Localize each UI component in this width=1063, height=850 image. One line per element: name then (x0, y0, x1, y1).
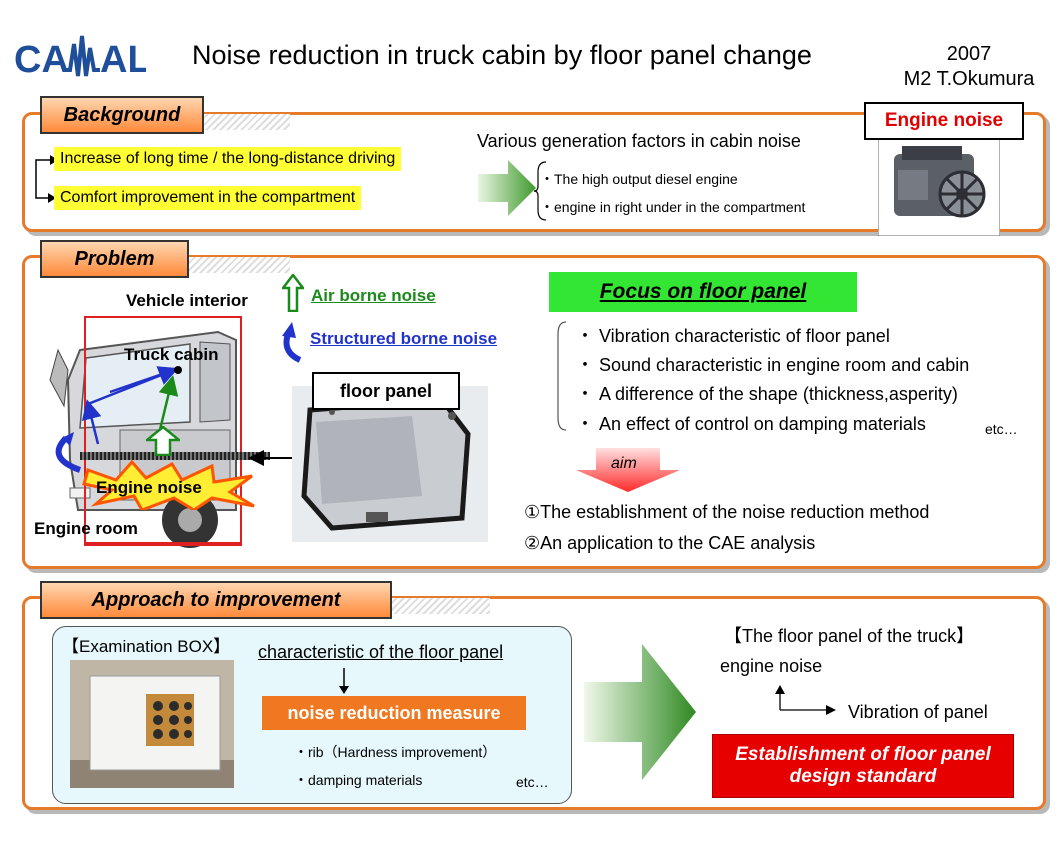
air-borne-label: Air borne noise (311, 286, 436, 305)
approach-tab: Approach to improvement (40, 581, 392, 619)
svg-text:AL: AL (100, 39, 146, 81)
engine-to-vibration-arrow (775, 685, 836, 715)
engine-noise-label: Engine noise (864, 102, 1024, 140)
problem-etc: etc… (985, 421, 1018, 437)
measure-box: noise reduction measure (262, 696, 526, 730)
structured-borne-label: Structured borne noise (310, 329, 498, 348)
svg-text:CA: CA (14, 39, 69, 81)
engine-noise-burst-label: Engine noise (96, 478, 202, 497)
establishment-line-1: Establishment of floor panel (735, 744, 991, 765)
approach-engine-noise: engine noise (720, 656, 823, 676)
vehicle-interior-label: Vehicle interior (126, 291, 248, 310)
background-bullet-1: Increase of long time / the long-distanc… (54, 147, 402, 171)
approach-tab-stripe (360, 598, 490, 614)
background-tab: Background (40, 96, 204, 134)
truck-cabin-label: Truck cabin (124, 345, 219, 364)
problem-item-1: ・ Vibration characteristic of floor pane… (576, 326, 890, 346)
vibration-label: Vibration of panel (848, 702, 988, 722)
engine-photo (878, 136, 1000, 236)
floor-panel-photo (292, 386, 488, 542)
approach-etc: etc… (516, 774, 549, 790)
cabin-frame (84, 316, 242, 546)
green-up-arrow (146, 426, 180, 456)
problem-brace (557, 321, 567, 431)
factor-2: ・engine in right under in the compartmen… (540, 199, 806, 215)
background-bullet-2: Comfort improvement in the compartment (54, 186, 362, 210)
down-arrow (339, 668, 349, 694)
goal-1: ①The establishment of the noise reductio… (524, 502, 930, 522)
structured-borne-arrow-icon (282, 322, 302, 363)
page-title: Noise reduction in truck cabin by floor … (192, 40, 812, 70)
engine-room-label: Engine room (34, 519, 138, 538)
year: 2007 (946, 43, 992, 65)
examination-box-title: 【Examination BOX】 (62, 637, 231, 656)
rib-item: ・rib（Hardness improvement） (294, 744, 497, 760)
problem-tab: Problem (40, 240, 189, 278)
focus-banner: Focus on floor panel (549, 272, 857, 312)
noise-paths (55, 366, 298, 473)
factor-1: ・The high output diesel engine (540, 171, 738, 187)
truck-panel-title: 【The floor panel of the truck】 (724, 626, 975, 646)
establishment-line-2: design standard (789, 766, 937, 787)
focus-text: Focus on floor panel (599, 280, 807, 303)
characteristic-label: characteristic of the floor panel (258, 642, 504, 662)
measure-text: noise reduction measure (287, 702, 501, 723)
background-green-arrow (478, 160, 536, 216)
problem-item-4: ・ An effect of control on damping materi… (576, 414, 926, 434)
camal-logo: CA AL (14, 35, 146, 81)
aim-label: aim (611, 455, 637, 472)
problem-item-2: ・ Sound characteristic in engine room an… (576, 355, 970, 375)
author: M2 T.Okumura (903, 68, 1035, 90)
problem-item-3: ・ A difference of the shape (thickness,a… (576, 384, 958, 404)
engine-burst (82, 460, 255, 510)
air-borne-arrow-icon (282, 274, 304, 312)
floor-strip (80, 452, 270, 460)
aim-arrow (576, 448, 680, 492)
author-info: 2007 M2 T.Okumura (880, 42, 1058, 92)
factors-title: Various generation factors in cabin nois… (477, 131, 801, 151)
examination-box-photo (70, 660, 234, 788)
approach-green-arrow (584, 644, 696, 780)
damping-item: ・damping materials (294, 772, 423, 788)
goal-2: ②An application to the CAE analysis (524, 533, 816, 553)
factors-brace (534, 161, 547, 221)
establishment-box: Establishment of floor panel design stan… (712, 734, 1014, 798)
floor-panel-label: floor panel (312, 372, 460, 410)
